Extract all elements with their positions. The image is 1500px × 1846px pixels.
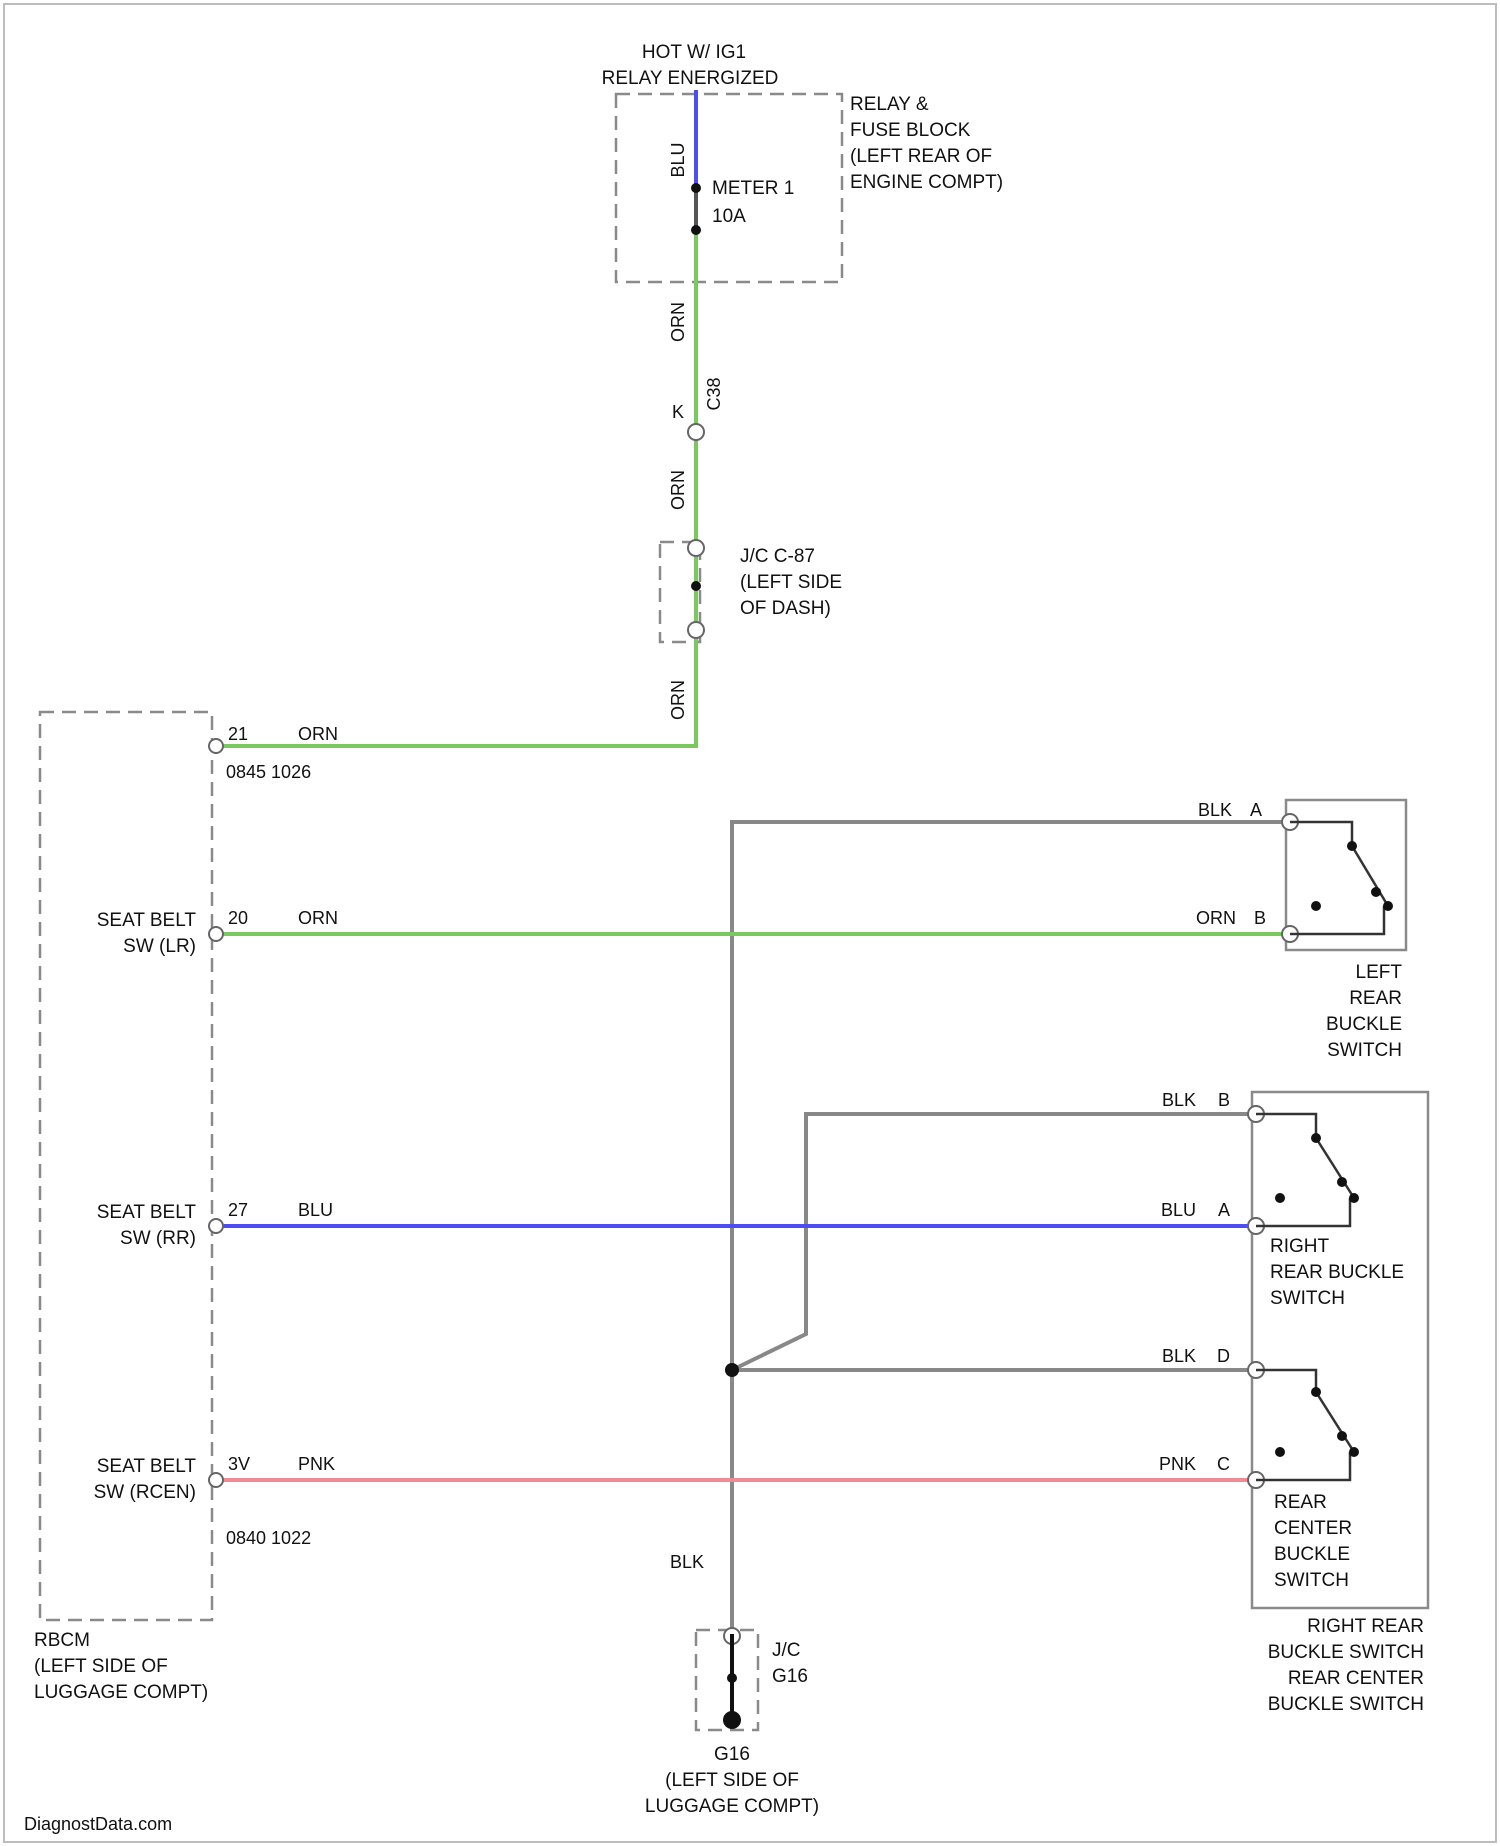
combined-switch-label-1: RIGHT REAR (1307, 1616, 1424, 1637)
rbcm-pin-27-wire: BLU (298, 1200, 333, 1220)
rbcm-connector-bottom: 0840 1022 (226, 1528, 311, 1548)
rbcm-connector-top: 0845 1026 (226, 762, 311, 782)
combined-switch-label-4: BUCKLE SWITCH (1268, 1694, 1424, 1715)
rbcm-seat-belt-rr-2: SW (RR) (120, 1228, 196, 1249)
wire-code-orn-2: ORN (668, 470, 688, 510)
left-rear-a-wire: BLK (1198, 800, 1232, 820)
rbcm-location-1: RBCM (34, 1630, 90, 1651)
rbcm-pin-3v (209, 1473, 223, 1487)
ground-point (723, 1711, 741, 1729)
left-rear-label-1: LEFT (1356, 962, 1403, 983)
rear-center-label-3: BUCKLE (1274, 1544, 1350, 1565)
rear-center-label-2: CENTER (1274, 1518, 1352, 1539)
rear-center-switch-contacts (1256, 1370, 1359, 1480)
wire-code-blk-ground: BLK (670, 1552, 704, 1572)
relay-block-label-3: (LEFT REAR OF (850, 146, 992, 167)
left-rear-label-2: REAR (1349, 988, 1402, 1009)
rbcm-location-3: LUGGAGE COMPT) (34, 1682, 208, 1703)
rbcm-seat-belt-rcen-1: SEAT BELT (97, 1456, 197, 1477)
fuse-terminal-bottom (691, 225, 701, 235)
rear-center-c-pin: C (1217, 1454, 1230, 1474)
left-rear-label-3: BUCKLE (1326, 1014, 1402, 1035)
rear-center-d-pin: D (1217, 1346, 1230, 1366)
wire-code-blu-top: BLU (668, 142, 688, 177)
jc-c87-pin-top (688, 540, 704, 556)
fuse-rating: 10A (712, 206, 746, 227)
fuse-terminal-top (691, 183, 701, 193)
connector-c38-pin (688, 424, 704, 440)
rbcm-pin-20-wire: ORN (298, 908, 338, 928)
jc-c87-label-2: (LEFT SIDE (740, 572, 842, 593)
combined-switch-label-3: REAR CENTER (1288, 1668, 1424, 1689)
rbcm-pin-21 (209, 739, 223, 753)
ground-label-1: G16 (714, 1744, 750, 1765)
connector-c38-name: C38 (704, 377, 724, 410)
jc-g16-label-2: G16 (772, 1666, 808, 1687)
right-rear-label-3: SWITCH (1270, 1288, 1345, 1309)
relay-block-label-2: FUSE BLOCK (850, 120, 971, 141)
wire-code-orn-1: ORN (668, 302, 688, 342)
connector-c38-pin-label: K (672, 402, 684, 422)
right-rear-b-pin: B (1218, 1090, 1230, 1110)
rear-center-label-4: SWITCH (1274, 1570, 1349, 1591)
right-rear-b-wire: BLK (1162, 1090, 1196, 1110)
rbcm-pin-20-label: 20 (228, 908, 248, 928)
right-rear-a-wire: BLU (1161, 1200, 1196, 1220)
ground-label-2: (LEFT SIDE OF (665, 1770, 799, 1791)
blk-splice (725, 1363, 739, 1377)
left-rear-b-wire: ORN (1196, 908, 1236, 928)
wire-blk-right-rear-b (732, 1114, 1250, 1370)
wire-code-orn-3: ORN (668, 680, 688, 720)
left-rear-a-pin: A (1250, 800, 1262, 820)
relay-block-label-4: ENGINE COMPT) (850, 172, 1003, 193)
rbcm-location-2: (LEFT SIDE OF (34, 1656, 168, 1677)
relay-block-label-1: RELAY & (850, 94, 929, 115)
rbcm-pin-20 (209, 927, 223, 941)
rbcm-pin-3v-wire: PNK (298, 1454, 335, 1474)
rear-center-c-wire: PNK (1159, 1454, 1196, 1474)
rbcm-seat-belt-rcen-2: SW (RCEN) (94, 1482, 196, 1503)
rbcm-pin-27 (209, 1219, 223, 1233)
jc-c87-label-3: OF DASH) (740, 598, 831, 619)
jc-c87-label-1: J/C C-87 (740, 546, 815, 567)
combined-switch-label-2: BUCKLE SWITCH (1268, 1642, 1424, 1663)
rbcm-pin-27-label: 27 (228, 1200, 248, 1220)
rbcm-pin-21-wire: ORN (298, 724, 338, 744)
power-source-line2: RELAY ENERGIZED (602, 68, 779, 89)
fuse-name: METER 1 (712, 178, 794, 199)
right-rear-label-1: RIGHT (1270, 1236, 1330, 1257)
rbcm-pin-3v-label: 3V (228, 1454, 250, 1474)
jc-g16-label-1: J/C (772, 1640, 801, 1661)
rbcm-seat-belt-lr-2: SW (LR) (123, 936, 196, 957)
left-rear-switch-contacts (1290, 822, 1393, 934)
rear-center-label-1: REAR (1274, 1492, 1327, 1513)
watermark: DiagnostData.com (24, 1814, 172, 1834)
right-rear-a-pin: A (1218, 1200, 1230, 1220)
left-rear-label-4: SWITCH (1327, 1040, 1402, 1061)
ground-label-3: LUGGAGE COMPT) (645, 1796, 819, 1817)
right-rear-label-2: REAR BUCKLE (1270, 1262, 1404, 1283)
power-source-line1: HOT W/ IG1 (642, 42, 746, 63)
rear-center-d-wire: BLK (1162, 1346, 1196, 1366)
rbcm-seat-belt-lr-1: SEAT BELT (97, 910, 197, 931)
jc-c87-splice (691, 581, 701, 591)
jc-c87-pin-bottom (688, 622, 704, 638)
left-rear-b-pin: B (1254, 908, 1266, 928)
rbcm-pin-21-label: 21 (228, 724, 248, 744)
right-rear-switch-contacts (1256, 1114, 1359, 1226)
rbcm-seat-belt-rr-1: SEAT BELT (97, 1202, 197, 1223)
